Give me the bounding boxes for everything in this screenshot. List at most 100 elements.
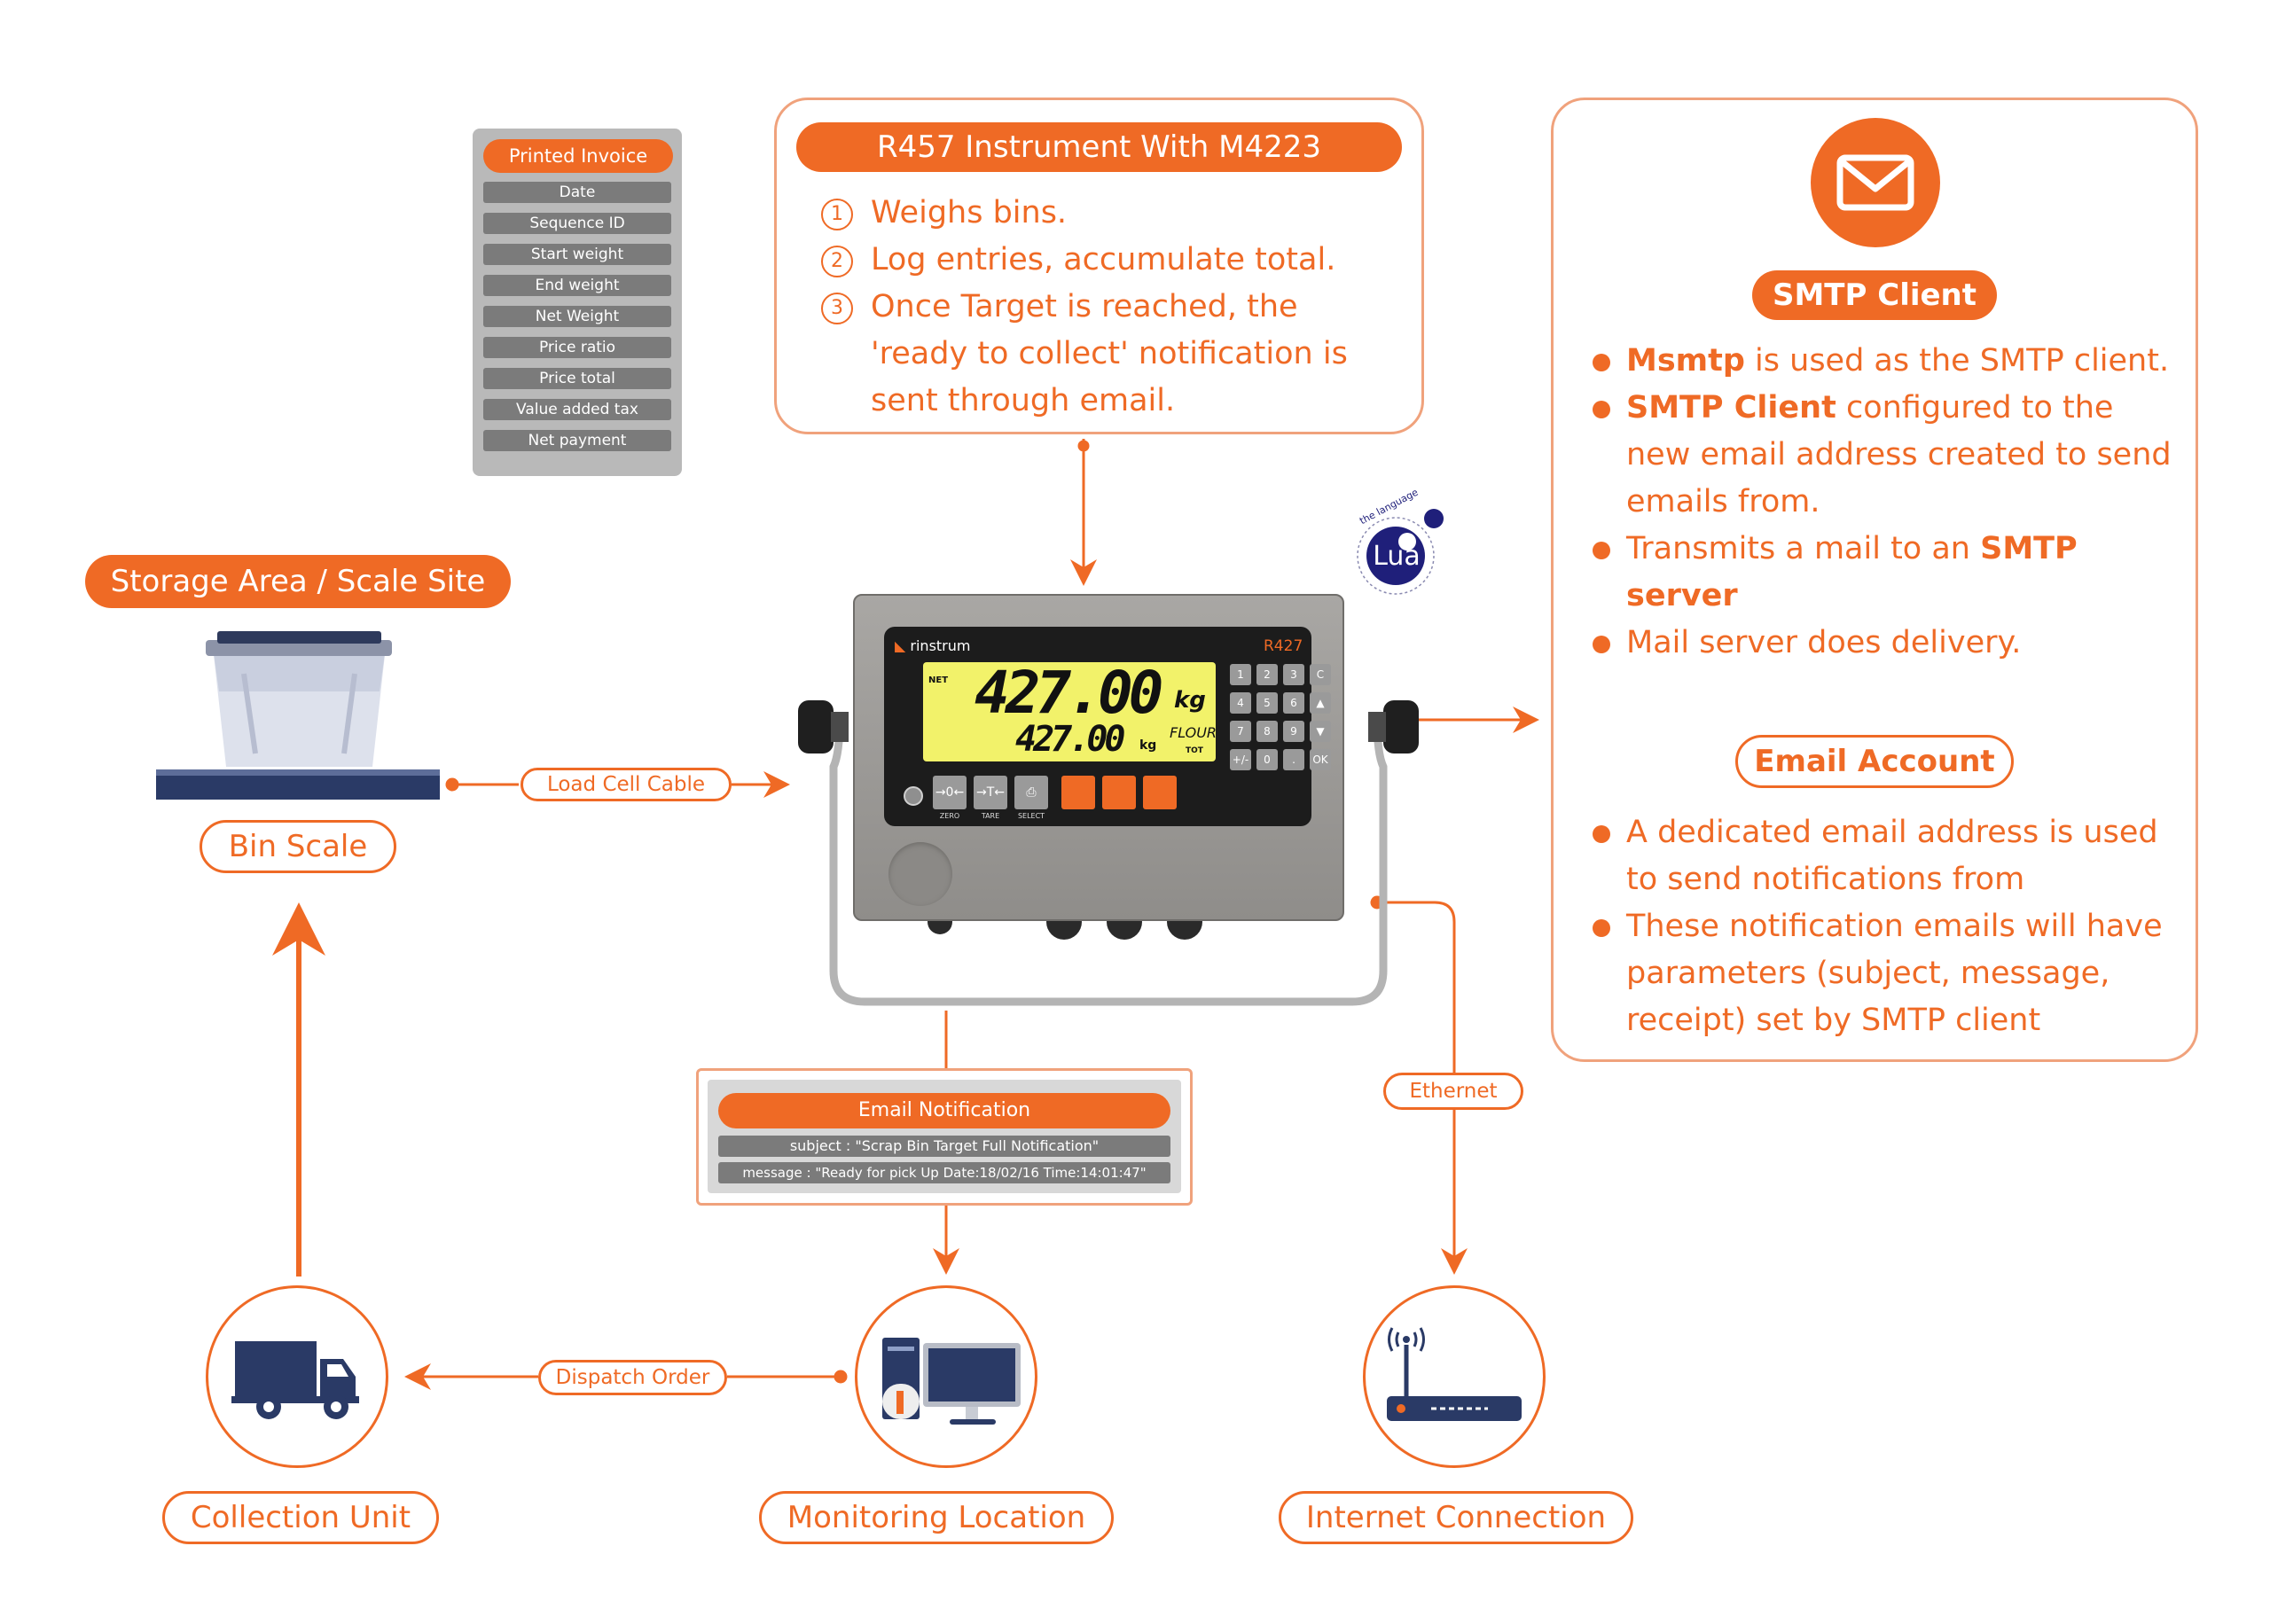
orange-key-3[interactable] — [1143, 776, 1177, 809]
keypad-key[interactable]: 6 — [1283, 692, 1304, 714]
smtp-client-title: SMTP Client — [1752, 270, 1997, 320]
function-key-label: ZERO — [939, 812, 960, 820]
smtp-bullet-text: Mail server does delivery. — [1626, 625, 2022, 660]
function-buttons: →0← ZERO →T← TARE ⎙SELECT — [933, 776, 1057, 824]
dispatch-order-label: Dispatch Order — [538, 1360, 727, 1395]
keypad-key[interactable]: ▲ — [1310, 692, 1331, 714]
lua-name: Lua — [1373, 541, 1421, 572]
function-key-select[interactable]: ⎙SELECT — [1014, 776, 1048, 820]
smtp-bullet-text: configured to the new email address crea… — [1626, 390, 2172, 519]
invoice-field: Net payment — [483, 430, 671, 451]
step-number: 1 — [821, 199, 853, 230]
smtp-bullet: SMTP Client configured to the new email … — [1593, 385, 2178, 526]
model-label: R427 — [1264, 637, 1303, 655]
instrument-card-title: R457 Instrument With M4223 — [796, 122, 1402, 172]
net-indicator: NET — [928, 675, 949, 685]
bin-icon — [156, 631, 440, 800]
step-number: 3 — [821, 293, 853, 324]
function-key-tare[interactable]: →T← TARE — [974, 776, 1007, 820]
router-icon — [1387, 1327, 1522, 1421]
invoice-field: Net Weight — [483, 306, 671, 327]
step-text: Once Target is reached, the 'ready to co… — [871, 289, 1348, 418]
weight-sub: 427.00 — [1015, 719, 1125, 760]
invoice-field: Price ratio — [483, 337, 671, 358]
smtp-bullet: Transmits a mail to an SMTP server — [1593, 526, 2178, 620]
keypad-key[interactable]: 7 — [1230, 721, 1251, 742]
smtp-bullet: Mail server does delivery. — [1593, 620, 2178, 667]
keypad-key[interactable]: 5 — [1256, 692, 1278, 714]
invoice-field: End weight — [483, 275, 671, 296]
keypad-key[interactable]: 9 — [1283, 721, 1304, 742]
product-name: FLOUR — [1170, 724, 1217, 741]
invoice-field: Date — [483, 182, 671, 203]
function-key-label: TARE — [981, 812, 1000, 820]
brand-logo: ◣ rinstrum — [895, 637, 971, 654]
internet-connection-label: Internet Connection — [1279, 1491, 1633, 1544]
smtp-bullet-bold: SMTP Client — [1626, 390, 1836, 426]
smtp-bullet-bold: SMTP server — [1626, 531, 2078, 613]
unit-sub: kg — [1139, 738, 1157, 753]
monitoring-location-label: Monitoring Location — [759, 1491, 1114, 1544]
account-bullet: These notification emails will have para… — [1593, 903, 2178, 1044]
keypad-key[interactable]: 2 — [1256, 664, 1278, 685]
invoice-field: Start weight — [483, 244, 671, 265]
lcd-display: NET 427.00 kg 427.00 kg FLOUR TOT — [923, 659, 1217, 761]
device-stand — [798, 700, 1419, 1006]
function-key-zero[interactable]: →0← ZERO — [933, 776, 967, 820]
power-button[interactable] — [904, 786, 923, 806]
keypad-key[interactable]: ▼ — [1310, 721, 1331, 742]
email-notification-title: Email Notification — [718, 1093, 1170, 1128]
smtp-bullet: Msmtp is used as the SMTP client. — [1593, 338, 2178, 385]
device-housing: ◣ rinstrum R427 NET 427.00 kg 427.00 kg … — [853, 594, 1344, 921]
step-text: Log entries, accumulate total. — [871, 242, 1336, 277]
keypad-key[interactable]: +/- — [1230, 749, 1251, 770]
keypad-key[interactable]: 3 — [1283, 664, 1304, 685]
bin-scale-label: Bin Scale — [200, 820, 396, 873]
step-text: Weighs bins. — [871, 195, 1068, 230]
smtp-bullets: Msmtp is used as the SMTP client.SMTP Cl… — [1593, 338, 2178, 667]
weight-main: 427.00 — [975, 659, 1163, 727]
instrument-step: 3 Once Target is reached, the 'ready to c… — [821, 284, 1377, 425]
lua-logo: the language Lua — [1346, 487, 1452, 598]
storage-area-label: Storage Area / Scale Site — [85, 555, 511, 608]
email-notification-box: Email Notification subject : "Scrap Bin … — [696, 1068, 1193, 1206]
email-subject: subject : "Scrap Bin Target Full Notific… — [718, 1136, 1170, 1157]
smtp-bullet-bold: Msmtp — [1626, 343, 1745, 379]
keypad-key[interactable]: C — [1310, 664, 1331, 685]
smtp-card: SMTP Client Msmtp is used as the SMTP cl… — [1551, 98, 2198, 1062]
orange-key-2[interactable] — [1102, 776, 1136, 809]
function-key-glyph: →0← — [933, 776, 967, 809]
invoice-title: Printed Invoice — [483, 139, 673, 173]
unit-main: kg — [1174, 687, 1206, 714]
keypad-key[interactable]: 0 — [1256, 749, 1278, 770]
collection-unit-circle — [206, 1285, 388, 1468]
email-account-title: Email Account — [1735, 735, 2014, 788]
tot-indicator: TOT — [1186, 746, 1203, 755]
truck-icon — [231, 1341, 359, 1419]
rubber-port — [888, 842, 952, 906]
step-number: 2 — [821, 246, 853, 277]
ethernet-line — [1377, 901, 1468, 1275]
envelope-icon — [1811, 118, 1940, 247]
internet-connection-circle — [1363, 1285, 1546, 1468]
keypad-key[interactable]: 1 — [1230, 664, 1251, 685]
keypad-key[interactable]: 8 — [1256, 721, 1278, 742]
account-bullet: A dedicated email address is used to sen… — [1593, 809, 2178, 903]
email-message: message : "Ready for pick Up Date:18/02/… — [718, 1162, 1170, 1183]
keypad-key[interactable]: . — [1283, 749, 1304, 770]
function-key-glyph: →T← — [974, 776, 1007, 809]
keypad-key[interactable]: OK — [1310, 749, 1331, 770]
load-cell-cable-label: Load Cell Cable — [521, 768, 732, 801]
brand-name: rinstrum — [910, 637, 971, 654]
ethernet-label: Ethernet — [1383, 1073, 1523, 1110]
orange-key-1[interactable] — [1061, 776, 1095, 809]
function-key-glyph: ⎙ — [1014, 776, 1048, 809]
instrument-card: R457 Instrument With M4223 1 Weighs bins.… — [774, 98, 1424, 434]
device-face: ◣ rinstrum R427 NET 427.00 kg 427.00 kg … — [884, 627, 1331, 826]
keypad-key[interactable]: 4 — [1230, 692, 1251, 714]
instrument-steps: 1 Weighs bins. 2 Log entries, accumulate to… — [821, 190, 1377, 425]
instrument-step: 1 Weighs bins. — [821, 190, 1377, 237]
